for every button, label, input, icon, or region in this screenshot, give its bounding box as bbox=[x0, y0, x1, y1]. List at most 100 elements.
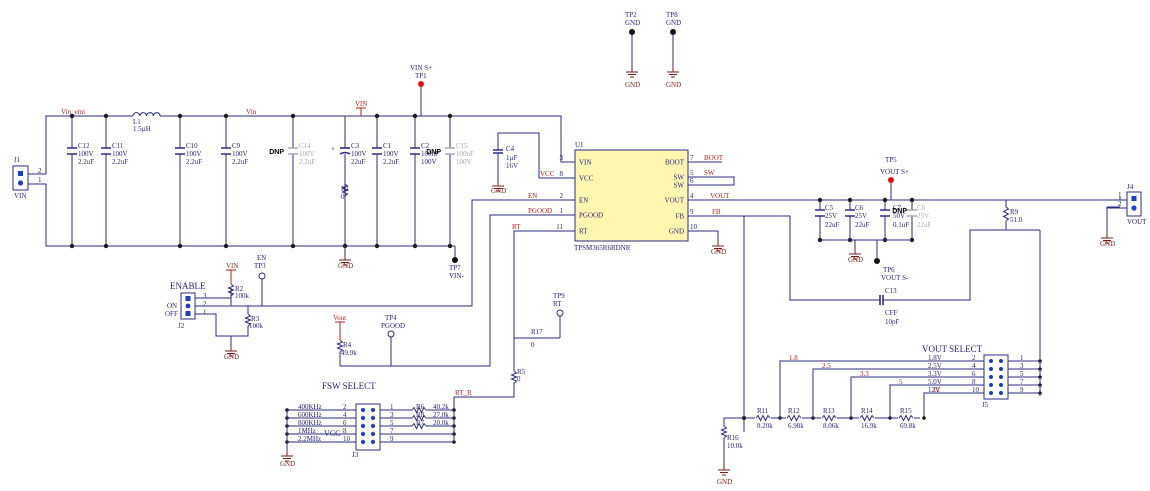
connector-j1[interactable] bbox=[12, 165, 29, 191]
cap-value-2: 100V bbox=[421, 158, 437, 166]
u1-pin-name: VCC bbox=[579, 175, 594, 183]
ic-u1: U1 TPSM365R6RDNR 3VIN8VCC2EN1PGOOD11RT7B… bbox=[556, 141, 698, 252]
net-vin-power: VIN bbox=[355, 100, 367, 108]
r16-ref: R16 bbox=[727, 434, 739, 442]
fsw-res-ref: R7 bbox=[416, 419, 425, 427]
tp4-ref: TP4 bbox=[385, 314, 397, 322]
cap-plate bbox=[339, 151, 351, 155]
tp7-ref: TP7 bbox=[449, 264, 461, 272]
fb-resistor bbox=[821, 414, 837, 422]
fsw-pin-dot bbox=[360, 423, 366, 429]
junction-dot bbox=[882, 197, 888, 203]
u1-pin-number: 5 bbox=[690, 169, 694, 177]
resistor-r16 bbox=[720, 425, 728, 439]
fsw-res-value: 27.0k bbox=[433, 411, 449, 419]
fb-res-ref: R11 bbox=[757, 407, 769, 415]
u1-pin-name: EN bbox=[579, 197, 588, 205]
boot-sw-nets: BOOT SW GND bbox=[698, 154, 735, 256]
r2-ref: R2 bbox=[235, 285, 244, 293]
cap-value-1: 100nF bbox=[421, 150, 439, 158]
tp2-ref: TP2 bbox=[625, 11, 637, 19]
connector-j4[interactable] bbox=[1126, 191, 1142, 217]
j4-pin-1 bbox=[1131, 196, 1137, 201]
fsw-pin-left: 2 bbox=[343, 403, 347, 411]
cap-value-2: 22uF bbox=[825, 221, 840, 229]
vsel-net-label: 3.3 bbox=[860, 370, 869, 378]
u1-body[interactable] bbox=[574, 149, 689, 242]
fsw-pin-left: 8 bbox=[343, 427, 347, 435]
enable-vin-flag: VIN bbox=[226, 262, 238, 270]
tp4-dot[interactable] bbox=[387, 330, 395, 338]
cap-value-2: 2.2uF bbox=[232, 158, 248, 166]
tp9-dot[interactable] bbox=[556, 309, 564, 317]
tp7-dot[interactable] bbox=[452, 257, 458, 263]
r17-ref: R17 bbox=[531, 328, 543, 336]
j4-pin-2 bbox=[1131, 205, 1137, 211]
cap-value-2: 2.2uF bbox=[186, 158, 202, 166]
tp3-dot[interactable] bbox=[258, 272, 266, 280]
u1-pin-name: GND bbox=[669, 228, 684, 236]
j4-pin-2-num: 2 bbox=[1118, 200, 1122, 208]
vsel-row-label: 12V bbox=[928, 386, 940, 394]
input-capacitors: C12100V2.2uFC11100V2.2uFC10100V2.2uFC910… bbox=[67, 113, 474, 249]
cap-value-1: 25V bbox=[917, 212, 929, 220]
tp2-dot[interactable] bbox=[629, 29, 635, 35]
vsel-pin-left: 10 bbox=[972, 386, 980, 394]
u1-pin-number: 11 bbox=[556, 223, 563, 231]
cap-ref: C3 bbox=[351, 142, 360, 150]
cap-ref: C9 bbox=[232, 142, 241, 150]
r16-value: 10.0k bbox=[727, 442, 743, 450]
fsw-pin-dot bbox=[370, 423, 376, 429]
fsw-vcc-label: VCC bbox=[324, 429, 340, 438]
junction-dot bbox=[290, 113, 296, 119]
r9-ref: R9 bbox=[1010, 208, 1019, 216]
enable-gnd-label: GND bbox=[224, 353, 239, 361]
tp5-dot[interactable] bbox=[888, 177, 894, 183]
fsw-pin-left: 10 bbox=[343, 435, 351, 443]
r4-value: 49.9k bbox=[341, 349, 357, 357]
tp6-dot[interactable] bbox=[874, 258, 880, 264]
cap-polarity: + bbox=[331, 145, 335, 153]
junction-dot bbox=[374, 243, 380, 249]
c4-gnd-label: GND bbox=[491, 187, 506, 195]
u1-pin-name: RT bbox=[579, 228, 588, 236]
vsel-net-label: 2.5 bbox=[822, 362, 831, 370]
fsw-res-value: 40.2k bbox=[433, 403, 449, 411]
vsel-net-wire bbox=[889, 384, 984, 418]
c4-value-1: 1µF bbox=[506, 154, 518, 162]
tp8-dot[interactable] bbox=[670, 29, 676, 35]
cap-ref: C12 bbox=[78, 142, 90, 150]
u1-pin-number: 2 bbox=[560, 192, 564, 200]
cap-ref: C2 bbox=[421, 142, 430, 150]
resistor-r5 bbox=[510, 370, 518, 384]
tp8-name: GND bbox=[666, 19, 681, 27]
u1-pin-number: 4 bbox=[690, 192, 694, 200]
cap-ref: C14 bbox=[299, 142, 311, 150]
cap-value-1: 25V bbox=[825, 212, 837, 220]
j3-ref: J3 bbox=[352, 451, 359, 459]
connector-j5[interactable] bbox=[983, 354, 1009, 400]
j1-pin-2 bbox=[18, 171, 23, 176]
j1-ref: J1 bbox=[14, 156, 21, 164]
tp1-dot[interactable] bbox=[418, 81, 424, 87]
junction-dot bbox=[223, 113, 229, 119]
junction-dot bbox=[69, 113, 75, 119]
cap-dnp-label: DNP bbox=[892, 208, 907, 215]
resistor-r4 bbox=[336, 339, 344, 353]
cap-value-1: 100V bbox=[112, 150, 128, 158]
fsw-gnd-label: GND bbox=[280, 460, 295, 468]
vsel-row-label: 3.3V bbox=[928, 370, 942, 378]
net-sw: SW bbox=[704, 169, 715, 177]
tp3-ref: TP3 bbox=[254, 262, 266, 270]
vsel-pin-dot bbox=[989, 383, 993, 387]
vsel-pin-right: 9 bbox=[1020, 386, 1024, 394]
input-gnd-label: GND bbox=[338, 262, 353, 270]
r5-ref: R5 bbox=[517, 368, 526, 376]
r3-ref: R3 bbox=[251, 315, 260, 323]
connector-j3[interactable] bbox=[355, 403, 381, 451]
l1-ref: L1 bbox=[133, 118, 141, 126]
vsel-row-label: 1.8V bbox=[928, 354, 942, 362]
